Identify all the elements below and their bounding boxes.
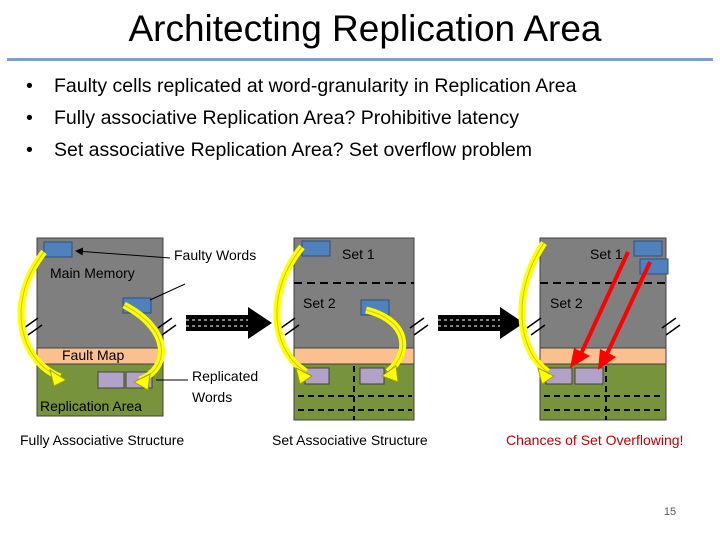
bullet-dot-icon: • xyxy=(26,139,33,161)
fully-associative-structure xyxy=(17,237,188,417)
faulty-word xyxy=(43,241,73,258)
set-overflow-structure xyxy=(518,237,681,421)
break-mark xyxy=(157,317,177,336)
set-associative-caption: Set Associative Structure xyxy=(272,432,428,448)
break-mark xyxy=(661,317,681,336)
overflow-caption: Chances of Set Overflowing! xyxy=(506,432,684,448)
fault-map-label: Fault Map xyxy=(62,347,125,363)
bullet-text: Fully associative Replication Area? Proh… xyxy=(54,107,519,129)
replicated-words-label: Replicated Words xyxy=(192,368,259,405)
replication-area-label: Replication Area xyxy=(40,398,142,414)
bullet-item: • Faulty cells replicated at word-granula… xyxy=(26,70,576,102)
break-mark xyxy=(409,317,429,336)
page-number: 15 xyxy=(663,506,677,518)
bullet-text: Faulty cells replicated at word-granular… xyxy=(54,75,577,97)
faulty-word xyxy=(301,240,331,257)
replicated-word xyxy=(359,367,385,385)
bullet-text: Set associative Replication Area? Set ov… xyxy=(54,139,532,161)
replicated-word xyxy=(574,367,604,385)
replicated-word xyxy=(97,371,125,389)
bullet-item: • Fully associative Replication Area? Pro… xyxy=(26,102,576,134)
overflow-arrow xyxy=(578,251,630,357)
bullet-item: • Set associative Replication Area? Set o… xyxy=(26,134,576,166)
main-memory-label: Main Memory xyxy=(50,265,135,281)
faulty-word xyxy=(633,240,663,257)
block-arrow-right xyxy=(438,307,524,339)
set1-label: Set 1 xyxy=(342,246,375,262)
set2-label: Set 2 xyxy=(550,295,583,311)
bullet-dot-icon: • xyxy=(26,107,33,129)
overflow-arrow xyxy=(604,261,652,357)
title-divider xyxy=(7,58,713,61)
faulty-word-pointer xyxy=(149,283,186,301)
set1-label: Set 1 xyxy=(590,246,623,262)
break-mark xyxy=(526,317,546,336)
slide-title: Architecting Replication Area xyxy=(128,8,602,49)
set-associative-structure xyxy=(273,237,429,421)
block-arrow-right xyxy=(186,307,272,339)
bullet-dot-icon: • xyxy=(26,75,33,97)
faulty-words-label: Faulty Words xyxy=(174,247,257,263)
bullet-list: • Faulty cells replicated at word-granula… xyxy=(26,70,576,166)
fully-associative-caption: Fully Associative Structure xyxy=(20,432,185,448)
set2-label: Set 2 xyxy=(303,295,336,311)
break-mark xyxy=(280,317,300,336)
faulty-word-pointer xyxy=(75,247,171,259)
break-mark xyxy=(23,317,43,336)
